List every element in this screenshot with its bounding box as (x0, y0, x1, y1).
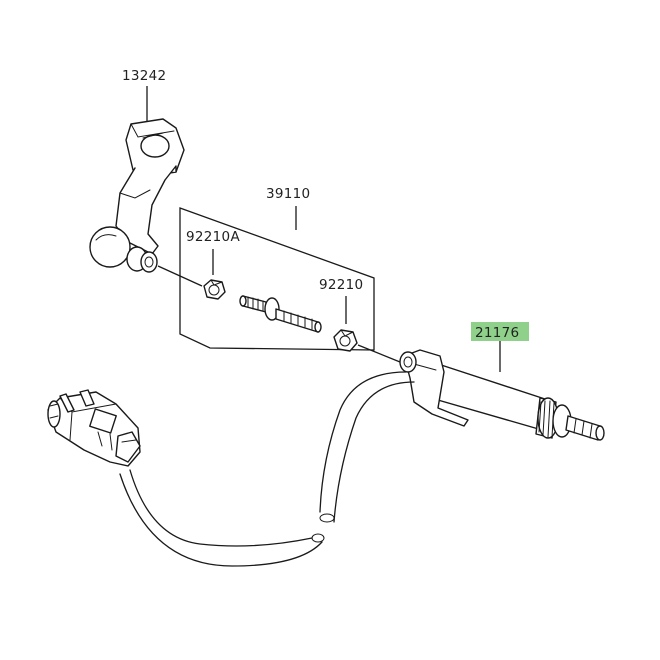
wire-connector (47, 389, 141, 467)
label-21176-highlight (471, 322, 529, 341)
sensor-cable (119, 371, 415, 567)
sensor-21176 (399, 349, 605, 441)
threaded-rod (239, 295, 322, 333)
leader-lines (146, 86, 501, 372)
label-21176: 21176 (475, 325, 519, 341)
label-39110: 39110 (266, 186, 310, 202)
label-13242: 13242 (122, 68, 166, 84)
label-92210: 92210 (319, 277, 363, 293)
bracket-13242 (89, 118, 185, 273)
label-92210a: 92210A (186, 229, 240, 245)
nut-92210 (333, 329, 358, 352)
nut-92210a (203, 279, 226, 300)
